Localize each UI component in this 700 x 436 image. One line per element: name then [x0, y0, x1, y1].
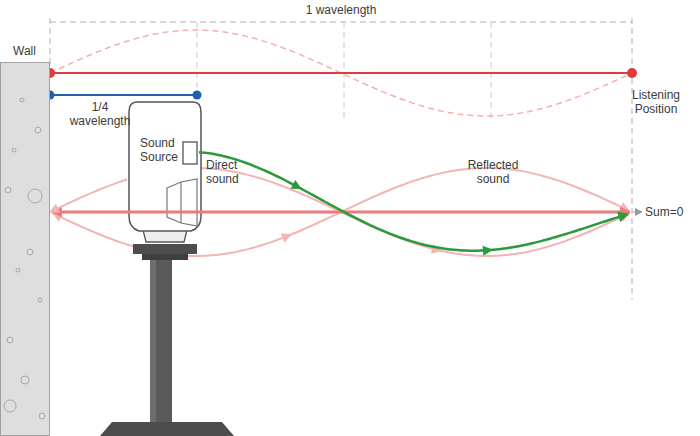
wave-label: Direct sound [206, 158, 252, 186]
wall-block: Wall [0, 62, 50, 436]
speaker-base [143, 230, 187, 242]
stand-foot [100, 422, 234, 436]
speaker-outline [127, 100, 203, 245]
end-dot [627, 68, 637, 78]
wavelength-dimension [50, 22, 632, 23]
wall-pore [35, 127, 41, 133]
stand-plate [133, 244, 197, 254]
reflected-wave [200, 168, 629, 256]
tweeter [183, 142, 197, 164]
direct-wave [199, 152, 628, 251]
direct-arrow [483, 245, 494, 256]
stand-collar [142, 254, 188, 260]
edge-layer [50, 179, 127, 212]
wall-label: Wall [13, 44, 53, 58]
sum-line [52, 211, 630, 214]
speaker-cabinet: Sound Source [127, 100, 203, 245]
wave-label: Reflected sound [462, 158, 524, 186]
wall-pore [21, 376, 29, 384]
wave-arrows [281, 230, 443, 256]
wall-pore [7, 337, 13, 343]
wall-pore [28, 189, 42, 203]
source-label: Sound Source [140, 136, 186, 164]
wall-pore [39, 413, 45, 419]
wall-pore [4, 400, 16, 412]
stand-pole [150, 260, 172, 422]
dimension-tick [632, 18, 633, 300]
result-label: Sum=0 [645, 205, 700, 219]
wall-pore [12, 148, 16, 152]
sum-pointer [633, 212, 642, 213]
reflected-path [50, 179, 127, 212]
dimension-label: 1 wavelength [305, 3, 377, 17]
wall-texture [4, 98, 45, 419]
reflected-arrow [281, 230, 294, 243]
direct-arrow [291, 180, 305, 194]
position-label: Listening Position [618, 88, 694, 116]
wall-pore [38, 298, 42, 302]
wall-pore [27, 249, 33, 255]
wavelength-bar [50, 72, 632, 74]
reflected-arrow [431, 244, 443, 256]
wall-pore [16, 268, 20, 272]
woofer [167, 179, 197, 226]
end-dot [193, 91, 202, 100]
wall-pore [20, 98, 24, 102]
stand-pole-highlight [150, 260, 156, 422]
quarter-bar [50, 94, 197, 96]
speaker-body [129, 102, 201, 231]
dimension-label: 1/4 wavelength [62, 100, 138, 128]
wall-pore [5, 187, 11, 193]
wave-arrows [291, 180, 494, 256]
